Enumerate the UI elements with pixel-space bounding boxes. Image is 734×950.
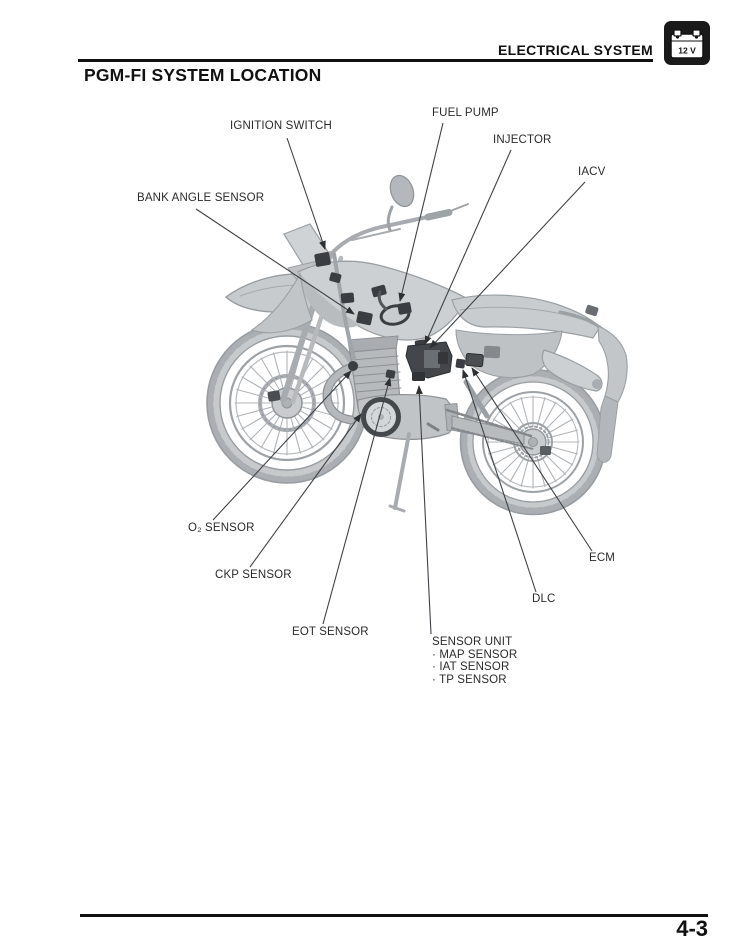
callout-label-injector: INJECTOR bbox=[493, 134, 552, 146]
callout-label-bank-angle-sensor: BANK ANGLE SENSOR bbox=[137, 192, 265, 204]
callout-lines bbox=[195, 122, 593, 635]
callout-label-ignition-switch: IGNITION SWITCH bbox=[230, 120, 332, 132]
sensor-unit-item-tp: · TP SENSOR bbox=[432, 673, 507, 686]
fuel-tank bbox=[250, 260, 467, 341]
callout-label-iacv: IACV bbox=[578, 166, 606, 178]
front-wheel bbox=[206, 322, 368, 484]
iacv-component bbox=[438, 352, 448, 364]
header-rule bbox=[78, 59, 653, 62]
bank-angle-sensor-component bbox=[356, 311, 373, 326]
battery-icon-art: 12 V bbox=[670, 29, 704, 59]
fuel-pump-component bbox=[377, 290, 412, 326]
callout-label-fuel-pump: FUEL PUMP bbox=[432, 107, 499, 119]
handlebar bbox=[331, 203, 469, 254]
pgmfi-components bbox=[314, 252, 501, 381]
o2-sensor-component bbox=[348, 361, 358, 371]
callout-label-ecm: ECM bbox=[589, 552, 616, 564]
page-number: 4-3 bbox=[676, 916, 708, 941]
callout-line-ckp-sensor bbox=[249, 413, 362, 568]
mirror bbox=[386, 174, 415, 232]
muffler bbox=[541, 349, 603, 392]
battery-voltage-label: 12 V bbox=[678, 46, 696, 56]
motorcycle-illustration bbox=[206, 174, 628, 516]
sensor-unit-title: SENSOR UNIT bbox=[432, 636, 513, 648]
sensor-unit-item-map: · MAP SENSOR bbox=[432, 648, 518, 661]
section-title: ELECTRICAL SYSTEM bbox=[498, 42, 653, 58]
callout-line-dlc bbox=[462, 369, 537, 593]
battery-12v-icon: 12 V bbox=[664, 21, 710, 65]
callout-line-iacv bbox=[429, 181, 586, 349]
seat-and-tail bbox=[451, 294, 628, 463]
callout-line-injector bbox=[424, 149, 512, 345]
callout-line-fuel-pump bbox=[398, 122, 444, 302]
callout-label-ckp-sensor: CKP SENSOR bbox=[215, 569, 292, 581]
callout-label-sensor-unit: SENSOR UNIT · MAP SENSOR · IAT SENSOR · … bbox=[432, 636, 517, 686]
sensor-unit-component bbox=[412, 372, 425, 381]
frame-and-swingarm bbox=[267, 252, 551, 513]
callout-line-eot-sensor bbox=[322, 377, 392, 625]
ignition-switch-component bbox=[314, 252, 331, 267]
callout-line-sensor-unit bbox=[415, 385, 432, 635]
page-title: PGM-FI SYSTEM LOCATION bbox=[84, 65, 322, 85]
callout-line-bank-angle-sensor bbox=[195, 208, 355, 315]
sensor-unit-item-iat: · IAT SENSOR bbox=[432, 661, 510, 674]
ckp-cover bbox=[361, 397, 401, 437]
dlc-component bbox=[455, 358, 466, 369]
callout-label-dlc: DLC bbox=[532, 593, 556, 605]
callout-line-ignition-switch bbox=[286, 137, 326, 250]
rear-wheel bbox=[459, 368, 607, 516]
throttle-body-component bbox=[405, 341, 453, 379]
ecm-component bbox=[465, 352, 484, 368]
callout-label-eot-sensor: EOT SENSOR bbox=[292, 626, 369, 638]
footer-rule bbox=[80, 914, 708, 917]
callout-line-ecm bbox=[471, 367, 593, 552]
eot-sensor-component bbox=[385, 369, 396, 379]
callout-line-o2-sensor bbox=[212, 370, 352, 521]
callout-label-o2-sensor: O₂ SENSOR bbox=[188, 522, 255, 534]
